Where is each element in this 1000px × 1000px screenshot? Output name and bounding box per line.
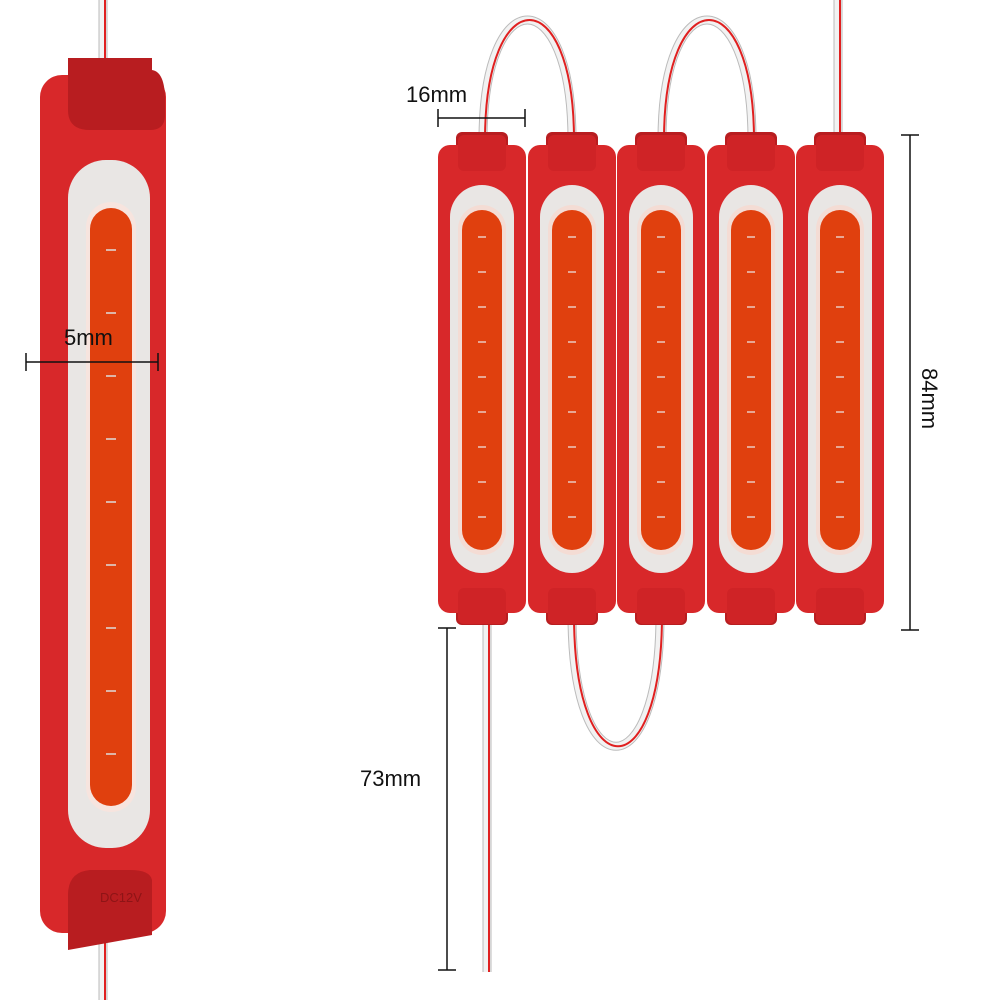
led-strip [731, 210, 771, 550]
dimension-label-84mm: 84mm [917, 368, 942, 430]
bottom-tab-face [637, 588, 685, 624]
wire-loop-bottom-red-stripe [573, 614, 663, 747]
wire-loop-bottom [567, 614, 665, 751]
wire-loop-top-2-red-stripe [663, 19, 755, 141]
bottom-tab-face [548, 588, 596, 624]
led-strip [552, 210, 592, 550]
led-strip [820, 210, 860, 550]
bottom-tab-face [727, 588, 775, 624]
wire-loop-top-1 [478, 15, 577, 141]
wire-loop-top-2-white [658, 16, 756, 141]
top-tab-face [816, 135, 864, 171]
dimension-line-5mm [25, 353, 159, 371]
top-tab-face [458, 135, 506, 171]
wire-loop-bottom-outline [567, 614, 665, 751]
wire-loop-top-1-red-stripe [484, 19, 575, 141]
bottom-tab-face [458, 588, 506, 624]
front-module-1 [438, 132, 526, 625]
dimension-label-73mm: 73mm [360, 766, 422, 791]
top-tab-face [727, 135, 775, 171]
wire-loop-top-2-outline [657, 15, 757, 141]
bottom-cap [68, 870, 152, 950]
led-strip [462, 210, 502, 550]
top-tab-face [548, 135, 596, 171]
dimension-label-16mm: 16mm [406, 82, 468, 107]
front-module-2 [528, 132, 616, 625]
wire-loop-top-1-white [479, 16, 576, 141]
wire-loop-top-1-outline [478, 15, 577, 141]
front-module-3 [617, 132, 705, 625]
front-module-5 [796, 132, 884, 625]
top-tab-face [637, 135, 685, 171]
side-view-module: DC12V [40, 58, 166, 950]
dimension-line-16mm [437, 109, 526, 127]
dimension-label-5mm: 5mm [64, 325, 113, 350]
led-strip [641, 210, 681, 550]
wire-lead-bottom [482, 615, 492, 972]
wire-loop-top-2 [657, 15, 757, 141]
led-strip [90, 208, 132, 806]
dimension-line-84mm [901, 134, 919, 631]
bottom-tab-face [816, 588, 864, 624]
front-module-4 [707, 132, 795, 625]
top-cap [68, 58, 165, 130]
wire-loop-bottom-white [568, 614, 664, 750]
wire-out-top [833, 0, 843, 140]
module-marking: DC12V [100, 890, 142, 905]
dimension-line-73mm [438, 627, 456, 971]
